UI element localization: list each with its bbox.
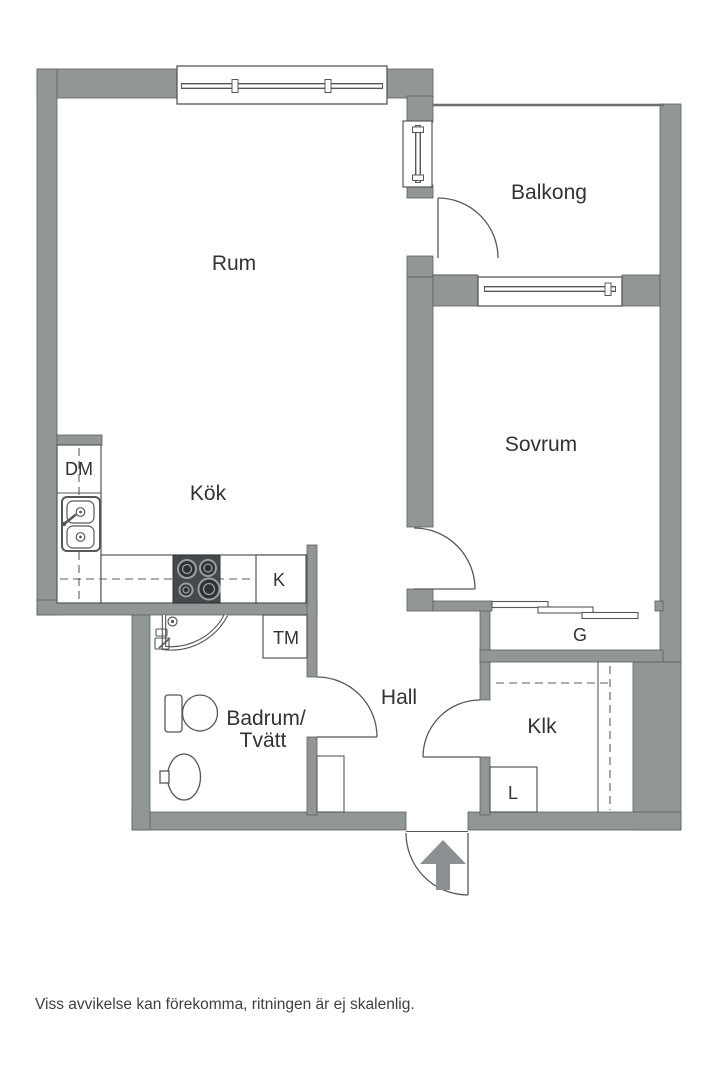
shower-icon	[154, 613, 228, 651]
room-label-balkong: Balkong	[511, 181, 587, 204]
balcony-railing	[433, 103, 664, 276]
stove-icon	[172, 554, 221, 604]
wall-bathroom-left	[131, 601, 151, 831]
fixture-label-dm: DM	[65, 459, 93, 479]
windows	[176, 65, 623, 307]
washbasin-icon	[159, 753, 202, 801]
washing-machine-box	[262, 614, 308, 659]
fixture-label-k: K	[273, 570, 285, 590]
wall-sovrum-top-left	[432, 274, 479, 307]
room-label-kok: Kök	[190, 482, 227, 505]
window-rum-balcony-icon	[402, 120, 433, 188]
entrance-arrow-icon	[420, 840, 466, 890]
kitchen	[56, 444, 308, 604]
wall-left-exterior	[36, 68, 58, 616]
room-label-sovrum: Sovrum	[505, 433, 577, 456]
wall-right-exterior-upper	[659, 103, 682, 663]
fixture-label-l: L	[508, 783, 518, 803]
sliding-door-g-icon	[491, 600, 639, 620]
wall-sovrum-bottom-strip	[432, 600, 493, 612]
room-label-badrum-line1: Badrum/	[226, 707, 306, 730]
fridge-box	[255, 554, 307, 604]
wall-rum-sovrum	[406, 276, 434, 528]
wardrobe-box-l	[489, 766, 538, 813]
wall-rum-balcony-c	[406, 255, 434, 278]
wall-sliding-notch	[654, 600, 664, 612]
bathroom	[154, 613, 308, 801]
wall-top-left	[36, 68, 178, 99]
fixture-label-g: G	[573, 625, 587, 645]
wall-kitchen-stub	[56, 434, 103, 446]
wall-bottom-right	[467, 811, 682, 831]
hall-cabinet-box	[316, 755, 345, 813]
room-label-hall: Hall	[381, 686, 417, 709]
door-arc-sovrum	[413, 527, 476, 590]
wall-sovrum-top-right	[621, 274, 661, 307]
wall-rum-balcony-a	[406, 95, 434, 123]
kitchen-sink-icon	[61, 496, 101, 552]
toilet-icon	[164, 694, 219, 733]
wall-right-exterior-lower	[632, 661, 682, 831]
room-label-badrum-line2: Tvätt	[240, 729, 287, 752]
wall-sovrum-door-block	[406, 588, 434, 612]
room-label-klk: Klk	[527, 715, 557, 738]
window-sovrum-icon	[477, 276, 623, 307]
walls	[36, 68, 682, 831]
door-arc-entrance	[405, 831, 469, 896]
disclaimer-text: Viss avvikelse kan förekomma, ritningen …	[35, 996, 415, 1013]
wall-bathroom-hall-stub	[306, 736, 318, 816]
storage-details	[316, 662, 611, 813]
labels: Rum Balkong Sovrum Kök Hall Badrum/ Tvät…	[65, 181, 587, 803]
doors	[316, 197, 499, 896]
fixture-label-tm: TM	[273, 628, 299, 648]
wall-bathroom-hall	[306, 544, 318, 678]
wall-g-bottom	[479, 649, 664, 663]
wall-bottom-left	[131, 811, 407, 831]
wall-top-right	[386, 68, 434, 99]
room-label-rum: Rum	[212, 252, 256, 275]
door-arc-klk	[422, 699, 481, 758]
door-arc-bathroom	[316, 676, 378, 738]
wall-hall-klk-stub	[479, 756, 491, 816]
door-arc-balcony	[437, 197, 499, 259]
window-rum-top-icon	[176, 65, 388, 105]
